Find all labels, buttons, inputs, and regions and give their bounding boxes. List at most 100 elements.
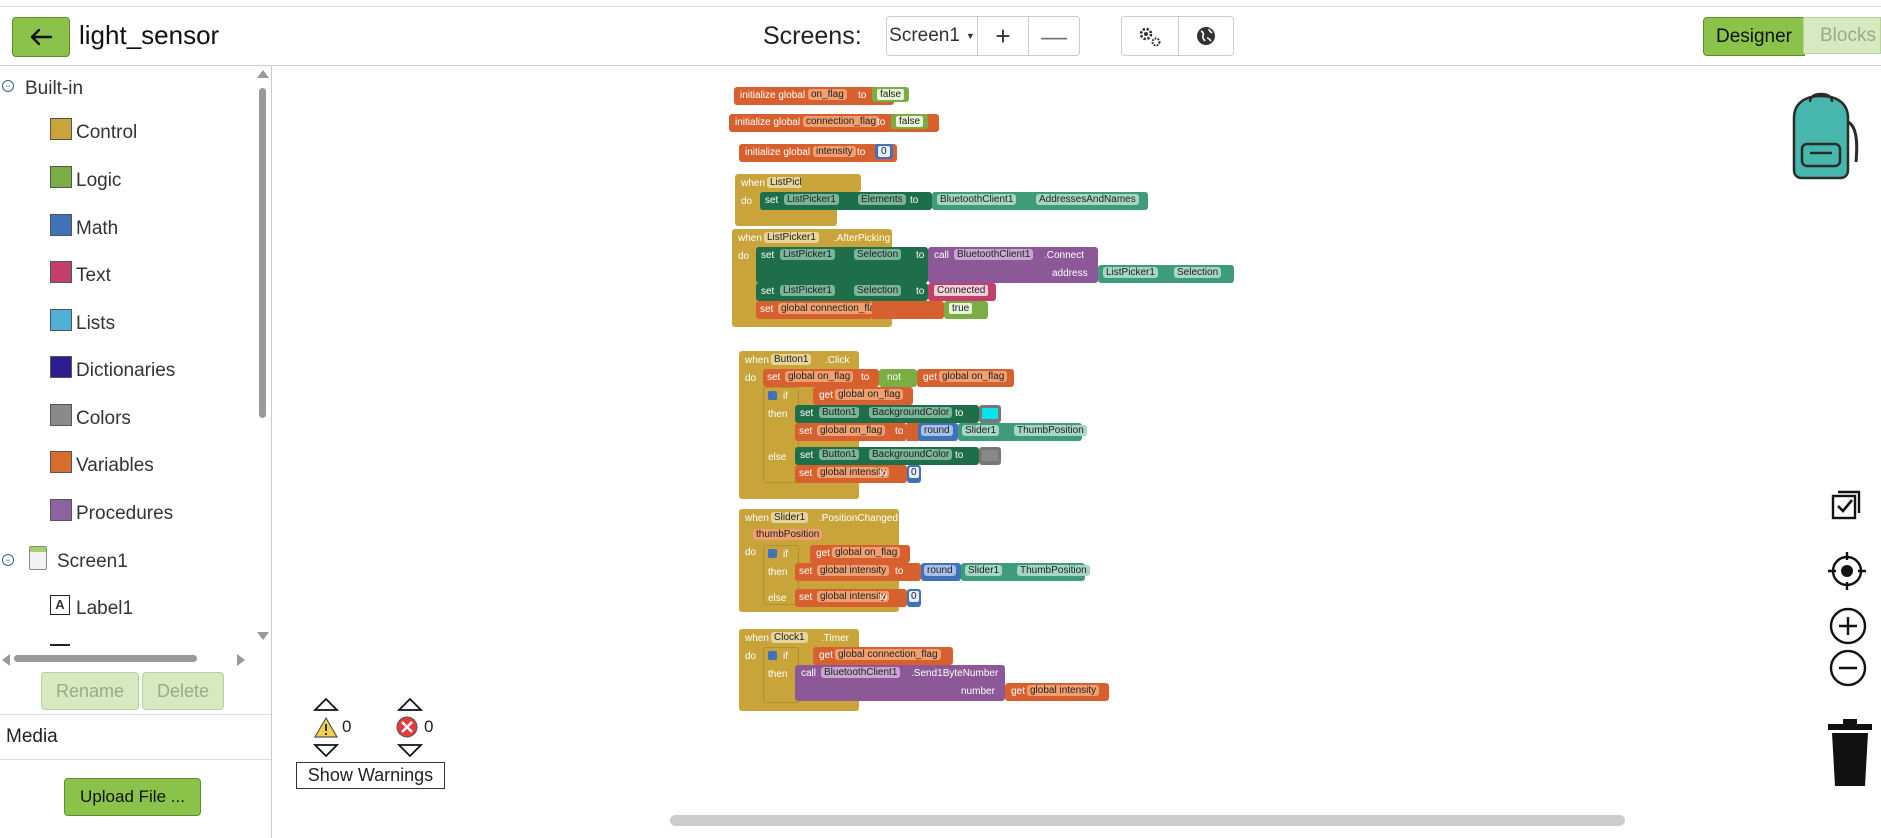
get-global-intensity-block[interactable]: get global intensity — [1005, 683, 1109, 701]
palette-vertical-scrollbar[interactable] — [256, 66, 270, 652]
rename-button[interactable]: Rename — [41, 672, 139, 710]
workspace-horizontal-scrollbar[interactable] — [670, 815, 1625, 826]
logic-false-block[interactable]: false — [872, 87, 910, 102]
property-dropdown[interactable]: Selection — [854, 285, 902, 296]
var-name-field[interactable]: intensity — [813, 146, 856, 157]
math-number-block[interactable]: 0 — [907, 589, 921, 607]
project-properties-button[interactable] — [1122, 17, 1179, 55]
math-round-block[interactable]: round — [918, 423, 958, 441]
variable-dropdown[interactable]: global on_flag — [835, 389, 904, 400]
parameter-field[interactable]: thumbPosition — [753, 529, 823, 540]
variable-dropdown[interactable]: global connection_flag — [835, 649, 941, 660]
property-dropdown[interactable]: Elements — [858, 194, 906, 205]
set-listpicker-elements-block[interactable]: set ListPicker1 Elements to — [760, 192, 932, 210]
component-dropdown[interactable]: BluetoothClient1 — [821, 667, 901, 678]
call-bluetooth-send1bytenumber-block[interactable]: call BluetoothClient1 .Send1ByteNumber n… — [795, 665, 1005, 701]
set-global-on-flag-round-block[interactable]: set global on_flag to — [795, 423, 907, 441]
scrollbar-thumb[interactable] — [14, 655, 197, 662]
component-dropdown[interactable]: Clock1 — [771, 632, 808, 643]
upload-file-button[interactable]: Upload File ... — [64, 778, 201, 816]
mutator-gear-icon[interactable] — [768, 549, 777, 558]
init-global-on-flag-block[interactable]: initialize global on_flag to false — [734, 87, 910, 105]
scroll-left-icon[interactable] — [2, 654, 10, 666]
color-gray-block[interactable] — [979, 447, 1001, 465]
warning-prev-icon[interactable] — [313, 697, 339, 711]
slider-thumbposition-getter-block[interactable]: Slider1 ThumbPosition — [961, 563, 1090, 581]
text-connected-block[interactable]: Connected — [928, 283, 996, 301]
error-prev-icon[interactable] — [397, 697, 423, 711]
if-then-else-block[interactable]: if then else — [763, 545, 799, 605]
component-dropdown[interactable]: Button1 — [819, 407, 860, 418]
tree-builtin[interactable]: Built-in — [25, 78, 84, 99]
property-dropdown[interactable]: Selection — [854, 249, 902, 260]
scroll-down-icon[interactable] — [257, 632, 269, 640]
slider-thumbposition-getter-block[interactable]: Slider1 ThumbPosition — [958, 423, 1087, 441]
get-global-on-flag-block[interactable]: get global on_flag — [917, 369, 1014, 387]
builtin-math[interactable]: Math — [50, 214, 118, 240]
set-global-intensity-block[interactable]: set global intensity to — [795, 589, 907, 607]
bluetooth-addresses-getter-block[interactable]: BluetoothClient1 AddressesAndNames — [932, 192, 1148, 210]
variable-dropdown[interactable]: global intensity — [817, 467, 890, 478]
screen-dropdown[interactable]: Screen1▼ — [887, 17, 978, 55]
component-dropdown[interactable]: Slider1 — [962, 425, 1000, 436]
set-button-backgroundcolor-block[interactable]: set Button1 BackgroundColor to — [795, 405, 979, 423]
add-screen-button[interactable]: + — [978, 17, 1029, 55]
logic-true-block[interactable]: true — [944, 301, 988, 319]
back-button[interactable] — [12, 17, 70, 57]
math-dropdown[interactable]: round — [921, 425, 953, 436]
scrollbar-thumb[interactable] — [259, 88, 266, 418]
variable-dropdown[interactable]: global intensity — [817, 565, 890, 576]
zoom-out-icon[interactable] — [1828, 648, 1868, 688]
delete-button[interactable]: Delete — [142, 672, 224, 710]
builtin-variables[interactable]: Variables — [50, 451, 154, 477]
builtin-control[interactable]: Control — [50, 118, 137, 144]
component-dropdown[interactable]: Slider1 — [771, 512, 809, 523]
show-warnings-button[interactable]: Show Warnings — [296, 762, 445, 789]
init-global-connection-flag-block[interactable]: initialize global connection_flag to fal… — [729, 114, 939, 132]
component-dropdown[interactable]: Slider1 — [965, 565, 1003, 576]
logic-dropdown[interactable]: true — [949, 303, 973, 314]
mutator-gear-icon[interactable] — [768, 391, 777, 400]
warning-next-icon[interactable] — [313, 744, 339, 758]
component-dropdown[interactable]: ListPicker1 — [784, 194, 839, 205]
palette-horizontal-scrollbar[interactable] — [0, 652, 254, 666]
checklist-icon[interactable] — [1830, 487, 1864, 521]
if-then-else-block[interactable]: if then else — [763, 387, 799, 483]
color-cyan-block[interactable] — [979, 405, 1001, 423]
builtin-text[interactable]: Text — [50, 261, 111, 287]
math-number-block[interactable]: 0 — [907, 465, 921, 483]
set-global-intensity-round-block[interactable]: set global intensity to — [795, 563, 921, 581]
component-dropdown[interactable]: ListPicker1 — [764, 232, 819, 243]
get-global-connection-flag-block[interactable]: get global connection_flag — [813, 647, 953, 665]
math-number-block[interactable]: 0 — [875, 144, 893, 159]
mutator-gear-icon[interactable] — [768, 651, 777, 660]
component-dropdown[interactable]: Button1 — [771, 354, 812, 365]
property-dropdown[interactable]: BackgroundColor — [869, 407, 953, 418]
builtin-logic[interactable]: Logic — [50, 166, 121, 192]
builtin-procedures[interactable]: Procedures — [50, 499, 173, 525]
language-button[interactable] — [1179, 17, 1233, 55]
component-dropdown[interactable]: BluetoothClient1 — [937, 194, 1017, 205]
var-name-field[interactable]: on_flag — [808, 89, 847, 100]
gray-color-swatch[interactable] — [982, 450, 998, 461]
logic-false-block[interactable]: false — [891, 114, 929, 129]
collapse-icon[interactable]: − — [2, 554, 14, 566]
variable-dropdown[interactable]: global on_flag — [939, 371, 1008, 382]
builtin-colors[interactable]: Colors — [50, 404, 131, 430]
property-dropdown[interactable]: BackgroundColor — [869, 449, 953, 460]
designer-button[interactable]: Designer — [1703, 17, 1805, 56]
scroll-right-icon[interactable] — [237, 654, 245, 666]
property-dropdown[interactable]: ThumbPosition — [1014, 425, 1087, 436]
variable-dropdown[interactable]: global intensity — [1027, 685, 1100, 696]
component-dropdown[interactable]: ListPicker1 — [780, 285, 835, 296]
variable-dropdown[interactable]: global on_flag — [817, 425, 886, 436]
get-global-on-flag-block[interactable]: get global on_flag — [813, 387, 913, 405]
blocks-button[interactable]: Blocks — [1803, 17, 1881, 54]
get-global-on-flag-block[interactable]: get global on_flag — [810, 545, 910, 563]
tree-screen1[interactable]: Screen1 — [29, 546, 128, 574]
collapse-icon[interactable]: − — [2, 80, 14, 92]
if-then-block[interactable]: if then — [763, 647, 799, 703]
component-dropdown[interactable]: BluetoothClient1 — [954, 249, 1034, 260]
set-global-on-flag-block[interactable]: set global on_flag to — [763, 369, 879, 387]
call-bluetooth-connect-block[interactable]: call BluetoothClient1 .Connect address — [928, 247, 1098, 283]
